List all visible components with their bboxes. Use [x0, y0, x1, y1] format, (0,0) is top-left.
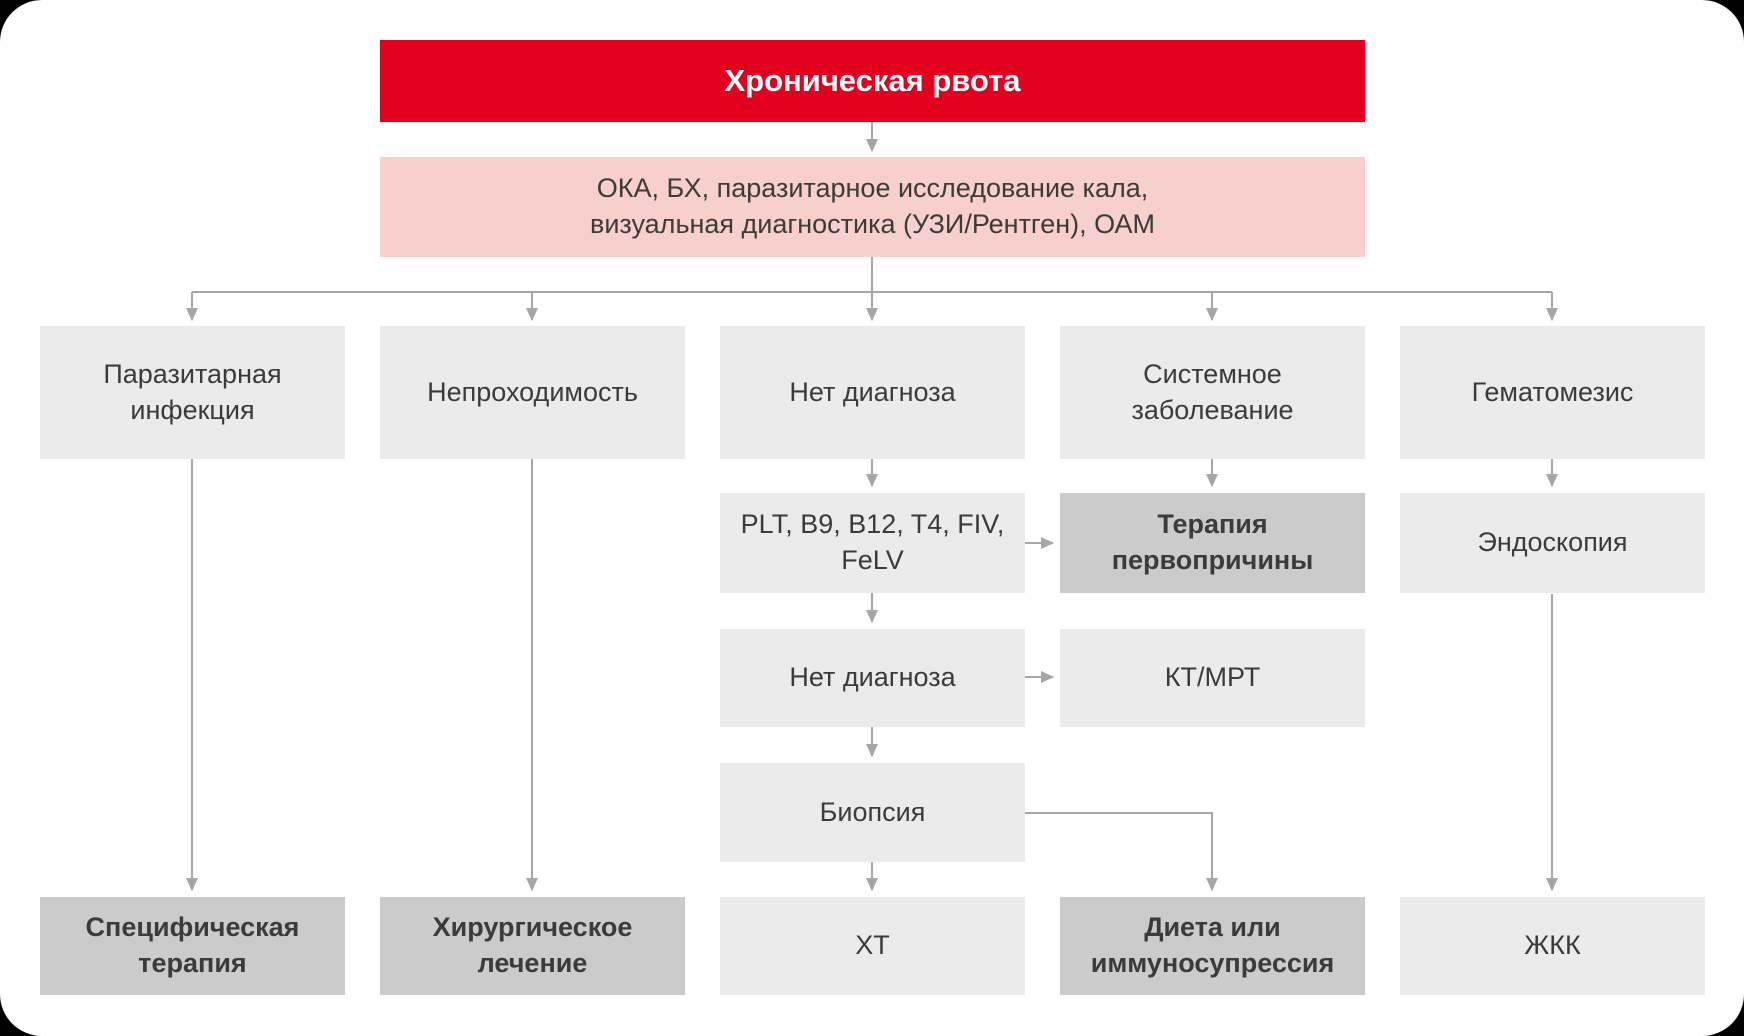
node-root: Хроническая рвота	[380, 40, 1365, 122]
node-lab-panel-label: PLT, B9, B12, T4, FIV, FeLV	[740, 509, 1005, 575]
node-obstruction: Непроходимость	[380, 326, 685, 459]
node-obstruction-label: Непроходимость	[427, 376, 638, 407]
node-systemic-disease-label: Системное заболевание	[1131, 358, 1294, 425]
node-lab-panel: PLT, B9, B12, T4, FIV, FeLV	[720, 493, 1025, 593]
node-root-label: Хроническая рвота	[724, 62, 1021, 98]
node-systemic-disease: Системное заболевание	[1060, 326, 1365, 459]
node-gi-bleeding: ЖКК	[1400, 897, 1705, 995]
node-endoscopy-label: Эндоскопия	[1477, 527, 1628, 558]
node-no-diagnosis-1: Нет диагноза	[720, 326, 1025, 459]
node-chemotherapy-label: ХТ	[855, 930, 890, 961]
node-endoscopy: Эндоскопия	[1400, 493, 1705, 593]
node-parasitic-infection: Паразитарная инфекция	[40, 326, 345, 459]
node-hematemesis-label: Гематомезис	[1471, 376, 1634, 407]
node-biopsy: Биопсия	[720, 763, 1025, 862]
node-hematemesis: Гематомезис	[1400, 326, 1705, 459]
node-no-diagnosis-2: Нет диагноза	[720, 629, 1025, 727]
node-diet-or-immunosuppression: Диета или иммуносупрессия	[1060, 897, 1365, 995]
node-biopsy-label: Биопсия	[819, 796, 926, 827]
node-ct-mri-label: КТ/МРТ	[1164, 662, 1261, 693]
edge-biopsy-to-diet	[1025, 812, 1218, 892]
node-root-cause-therapy: Терапия первопричины	[1060, 493, 1365, 593]
node-surgical-treatment: Хирургическое лечение	[380, 897, 685, 995]
node-chemotherapy: ХТ	[720, 897, 1025, 995]
node-no-diagnosis-1-label: Нет диагноза	[789, 376, 956, 407]
node-root-cause-therapy-label: Терапия первопричины	[1111, 509, 1314, 575]
node-specific-therapy-label: Специфическая терапия	[85, 912, 300, 978]
node-initial-workup-label: ОКА, БХ, паразитарное исследование кала,…	[589, 173, 1156, 239]
node-gi-bleeding-label: ЖКК	[1524, 930, 1581, 961]
node-initial-workup: ОКА, БХ, паразитарное исследование кала,…	[380, 157, 1365, 257]
node-diet-or-immunosuppression-label: Диета или иммуносупрессия	[1090, 912, 1335, 978]
node-parasitic-infection-label: Паразитарная инфекция	[103, 358, 282, 425]
node-specific-therapy: Специфическая терапия	[40, 897, 345, 995]
node-surgical-treatment-label: Хирургическое лечение	[432, 912, 633, 978]
node-no-diagnosis-2-label: Нет диагноза	[789, 662, 956, 693]
node-ct-mri: КТ/МРТ	[1060, 629, 1365, 727]
